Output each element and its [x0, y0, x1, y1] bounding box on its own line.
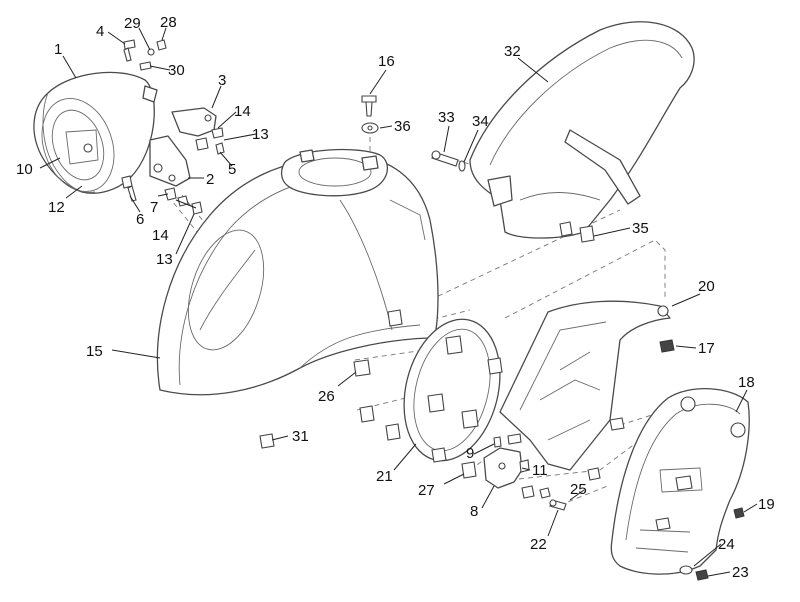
headlight-hardware: [123, 39, 167, 71]
label-14b: 14: [152, 227, 169, 244]
label-22: 22: [530, 536, 547, 553]
label-11: 11: [532, 462, 548, 479]
label-5: 5: [228, 161, 236, 178]
clips: [353, 309, 477, 479]
label-18: 18: [738, 374, 755, 391]
label-29: 29: [124, 15, 141, 32]
label-19: 19: [758, 496, 775, 513]
nut-17: [659, 339, 675, 353]
label-20: 20: [698, 278, 715, 295]
front-fairing: [156, 148, 439, 396]
screws-22-25: [549, 499, 567, 511]
rear-mudguard: [469, 21, 695, 243]
label-9: 9: [466, 445, 474, 462]
label-13a: 13: [252, 126, 269, 143]
label-28: 28: [160, 14, 177, 31]
cover-hardware: [679, 507, 745, 581]
inner-cover: [610, 388, 750, 575]
label-7: 7: [150, 199, 158, 216]
label-12: 12: [48, 199, 65, 216]
label-27: 27: [418, 482, 435, 499]
label-30: 30: [168, 62, 185, 79]
label-2: 2: [206, 171, 214, 188]
headlight-ring: [403, 318, 503, 463]
support-bracket: [499, 300, 671, 481]
part-labels: 1 4 29 28 30 3 14 13 5 2 10 7 12 6 14 13…: [16, 14, 775, 581]
label-6: 6: [136, 211, 144, 228]
label-35: 35: [632, 220, 649, 237]
label-4: 4: [96, 23, 104, 40]
headlight-shell: [33, 71, 158, 194]
label-8: 8: [470, 503, 478, 520]
headlight-brackets: [121, 107, 225, 215]
label-24: 24: [718, 536, 735, 553]
label-34: 34: [472, 113, 489, 130]
top-hardware: [361, 95, 466, 172]
label-36: 36: [394, 118, 411, 135]
label-25: 25: [570, 481, 587, 498]
label-31: 31: [292, 428, 309, 445]
label-26: 26: [318, 388, 335, 405]
label-33: 33: [438, 109, 455, 126]
label-13b: 13: [156, 251, 173, 268]
small-bracket: [483, 433, 551, 499]
label-16: 16: [378, 53, 395, 70]
leader-lines: [39, 27, 758, 577]
label-14a: 14: [234, 103, 251, 120]
label-3: 3: [218, 72, 226, 89]
label-10: 10: [16, 161, 33, 178]
nut-31: [259, 433, 275, 449]
label-17: 17: [698, 340, 715, 357]
label-32: 32: [504, 43, 521, 60]
label-21: 21: [376, 468, 393, 485]
label-1: 1: [54, 41, 62, 58]
label-15: 15: [86, 343, 103, 360]
label-23: 23: [732, 564, 749, 581]
